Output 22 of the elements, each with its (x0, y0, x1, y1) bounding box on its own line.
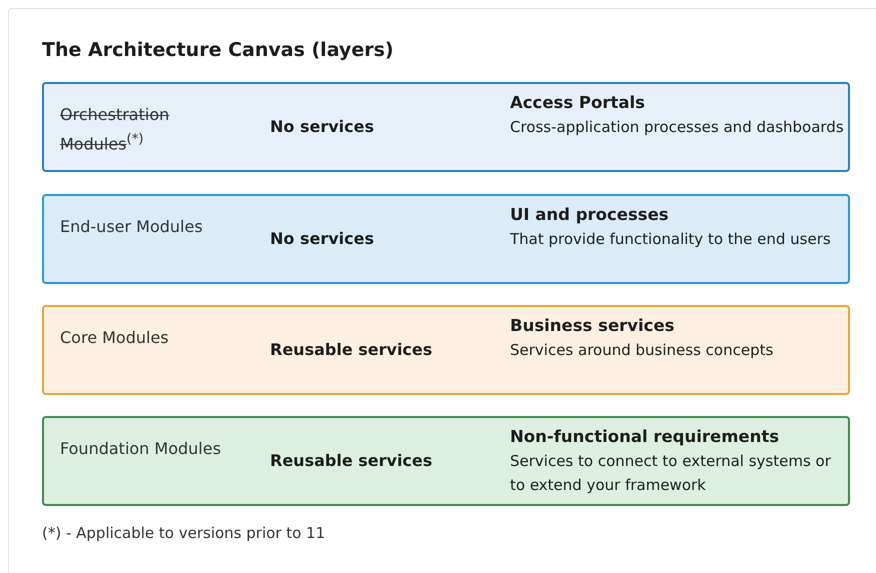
layer-band (42, 305, 850, 395)
diagram-title: The Architecture Canvas (layers) (42, 39, 394, 61)
layer-band (42, 194, 850, 284)
layer-name: Orchestration Modules$^{(*)}$ (60, 104, 170, 156)
layer-name: End-user Modules (60, 216, 204, 238)
layer-heading: Access Portals (510, 92, 646, 114)
service-type: Reusable services (270, 339, 434, 361)
service-type: Reusable services (270, 450, 434, 472)
layer-heading: UI and processes (510, 204, 670, 226)
service-type: No services (270, 228, 375, 250)
footnote: (*) - Applicable to versions prior to 11 (42, 524, 326, 542)
layer-description: That provide functionality to the end users (510, 229, 832, 250)
layer-description: Services to connect to external systems or to extend your framework (510, 451, 832, 496)
layer-band (42, 82, 850, 172)
layer-name: Core Modules (60, 327, 170, 349)
layer-heading: Business services (510, 315, 676, 337)
service-type: No services (270, 116, 375, 138)
layer-name: Foundation Modules (60, 438, 222, 460)
layer-heading: Non-functional requirements (510, 426, 780, 448)
layer-description: Cross-application processes and dashboards (510, 117, 845, 138)
layer-band (42, 416, 850, 506)
layer-description: Services around business concepts (510, 340, 774, 361)
